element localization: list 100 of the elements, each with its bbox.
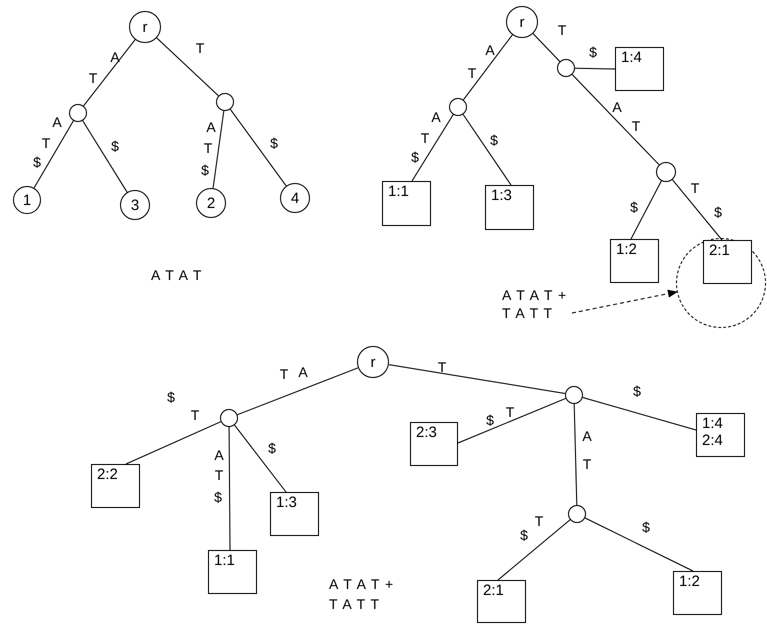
internal-node-circle [565,386,583,404]
tree-edge [126,421,222,464]
internal-node-circle [220,409,238,427]
leaf-box [382,181,431,226]
tree-node-circle: 4 [280,183,310,213]
leaf-box [208,550,257,594]
leaf-label: 2:1 [483,582,505,599]
leaf-box [703,240,752,284]
edge-label: $ [268,441,276,455]
tree-node-circle: 2 [196,188,226,218]
string-label: T A T T [329,595,380,613]
leaf-label: 2:2 [97,466,119,483]
edge-label: T [204,141,212,155]
tree-edge [82,120,128,193]
edge-label: A [431,110,441,124]
tree-edge [228,426,230,550]
edge-label: T [468,66,476,80]
arrow [572,290,678,314]
edge-label: $ [490,133,498,147]
tree-edge [458,398,566,444]
leaf-label: 1:2 [679,573,701,590]
edge-label: $ [167,390,175,404]
edge-label: T [438,360,446,374]
edge-label: A [206,120,216,134]
edge-label: A [214,448,224,462]
leaf-box [610,239,659,283]
tree-node-circle: 3 [120,190,150,220]
edge-label: T [280,367,288,381]
leaf-label: 1:2 [616,241,638,258]
tree-edge [462,114,512,186]
tree-edge [462,34,513,100]
edge-label: $ [214,490,222,504]
string-text: A T A T + [502,286,568,304]
leaf-box [696,413,745,457]
edge-label: T [632,119,640,133]
string-text: T A T T [502,304,554,322]
leaf-box [270,492,319,536]
edge-label: T [690,181,700,195]
leaf-label: 1:4 [702,415,724,432]
tree-edge [574,68,616,70]
edge-label: $ [589,45,597,59]
edge-label: T [190,408,200,422]
edge-label: T [558,23,566,37]
internal-node-circle [69,104,87,122]
tree-edge [212,110,224,189]
leaf-box [673,571,722,615]
leaf-label: 1:1 [214,552,236,569]
string-label: A T A T + [329,575,394,593]
leaf-box [477,580,526,623]
tree-edge [234,424,286,492]
leaf-label: 1:1 [388,183,410,200]
internal-node-circle [449,98,467,116]
tree-edge [498,519,571,580]
tree-edge [236,367,359,416]
edge-label: $ [520,528,528,542]
edge-label: T [506,405,514,419]
tree-node-circle: r [506,6,538,38]
tree-node-circle: 1 [13,186,41,214]
edge-label: T [42,136,50,150]
leaf-label: 2:4 [702,432,724,449]
string-label: A T A T [151,266,202,284]
tree-edge [584,518,694,572]
leaf-box [91,464,140,508]
leaf-box [615,47,664,91]
tree-edge [83,39,136,106]
internal-node-circle [568,505,586,523]
tree-edge [574,404,578,506]
edge-label: A [110,50,120,64]
leaf-label: 1:4 [621,49,643,66]
edge-label: $ [201,163,209,177]
tree-edge [532,33,560,62]
internal-node-circle [656,162,676,182]
tree-node-circle: r [129,11,161,43]
edge-label: T [534,514,544,528]
internal-node-circle [216,93,234,111]
edge-label: $ [270,136,278,150]
edge-label: A [485,43,495,57]
tree-edge [388,364,566,394]
highlight-circle [676,238,766,328]
edge-label: $ [486,413,494,427]
edge-label: $ [33,155,41,169]
edge-label: $ [642,520,650,534]
edge-label: $ [633,384,641,398]
tree-edge [672,179,722,240]
tree-edge [230,108,287,186]
edge-label: T [88,71,98,85]
tree-edge [156,37,219,96]
leaf-label: 2:1 [709,242,731,259]
edge-label: $ [714,205,722,219]
edge-label: T [196,41,204,55]
tree-edge [34,120,74,188]
edge-label: A [612,100,622,114]
edge-label: A [582,429,592,443]
leaf-box [410,422,458,466]
tree-edge [582,397,696,430]
edge-label: T [420,131,430,145]
internal-node-circle [557,59,575,77]
edge-label: A [298,365,308,379]
edge-label: T [582,457,592,471]
tree-edge [412,114,454,182]
